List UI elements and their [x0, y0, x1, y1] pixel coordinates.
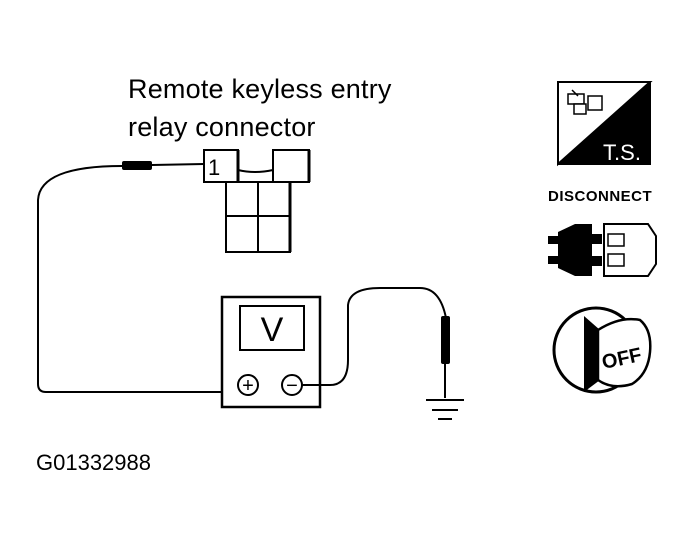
relay-connector [203, 149, 311, 253]
meter-minus-sign: − [286, 375, 298, 397]
figure-id: G01332988 [36, 450, 151, 475]
meter-plus-sign: + [242, 375, 254, 397]
ignition-off-icon [552, 306, 652, 394]
voltmeter [220, 295, 322, 409]
negative-lead-wire [302, 287, 447, 386]
meter-label: V [261, 311, 284, 349]
ts-connector-graphic [567, 89, 603, 115]
ground-symbol [426, 399, 464, 420]
connector-terminal-2 [272, 149, 310, 183]
negative-lead [302, 287, 450, 398]
positive-lead-wire [37, 165, 222, 393]
meter-plus-terminal [237, 374, 259, 396]
negative-probe [441, 316, 450, 364]
positive-probe [37, 161, 222, 393]
title-line-1: Remote keyless entry [128, 74, 392, 104]
disconnect-label: DISCONNECT [548, 188, 653, 205]
ts-label: T.S. [603, 140, 641, 165]
title-line-2: relay connector [128, 112, 316, 142]
terminal-label: 1 [208, 155, 220, 180]
disconnect-icon [548, 223, 657, 277]
connector-latch [237, 169, 274, 173]
diagram-title: Remote keyless entry relay connector [128, 70, 392, 146]
ts-icon [557, 81, 653, 167]
voltmeter-display [239, 305, 305, 351]
